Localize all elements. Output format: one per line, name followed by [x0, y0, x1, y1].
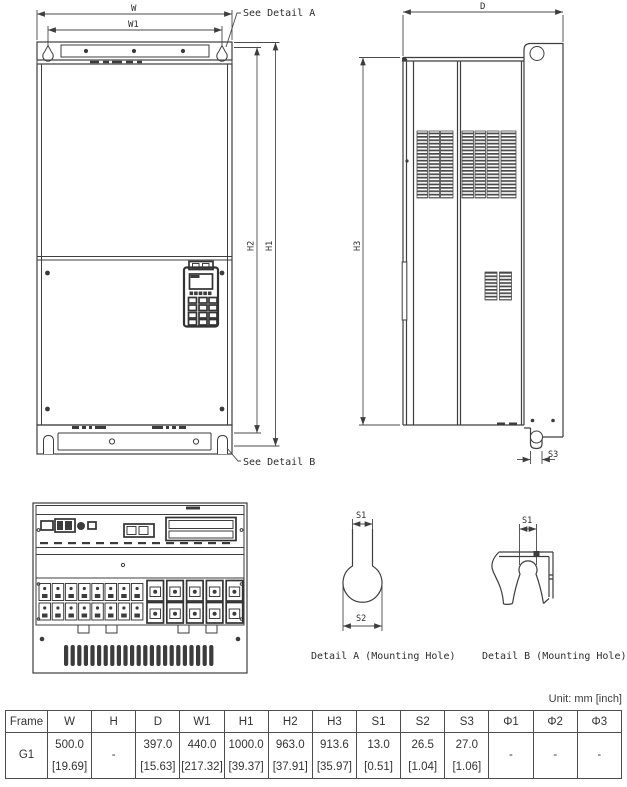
vent-grille-lower [484, 271, 512, 301]
vent-slot-row [64, 645, 214, 666]
col-header-s3: S3 [444, 710, 490, 733]
h2-label: H2 [247, 241, 257, 251]
col-header-h1: H1 [223, 710, 269, 733]
keyhole-slot-left [42, 44, 54, 62]
cover-screw [45, 270, 50, 276]
dimension-s2-a: S2 [342, 585, 383, 631]
cover-screw [219, 406, 225, 412]
u-notch-left [43, 434, 54, 454]
bracket-notch-shape [491, 551, 554, 605]
cell-w: 500.0[19.69] [46, 732, 93, 779]
detail-b-drawing: S1 Detail B (Mounting Hole) [482, 516, 627, 662]
cell-s1: 13.0[0.51] [355, 732, 402, 779]
col-header-phi2: Φ2 [532, 710, 578, 733]
top-bracket [523, 42, 564, 437]
keyhole-slot-right [216, 44, 228, 62]
see-detail-b-callout: See Detail B [226, 447, 315, 468]
col-header-phi1: Φ1 [488, 710, 534, 733]
col-header-frame: Frame [5, 710, 48, 733]
dimension-h3: H3 [353, 57, 400, 426]
terminal-section [35, 577, 245, 626]
cover-screw [45, 406, 50, 412]
col-header-h: H [91, 710, 137, 733]
dimension-w: W [36, 4, 233, 40]
connector-mid [123, 523, 155, 538]
s2-label-a: S2 [356, 614, 366, 624]
s3-label: S3 [548, 450, 558, 460]
top-mounting-plate [36, 41, 233, 65]
unit-note: Unit: mm [inch] [548, 693, 622, 705]
cell-s2: 26.5[1.04] [400, 732, 446, 779]
bottom-bracket [497, 418, 563, 450]
keypad-body [182, 266, 220, 328]
col-header-h2: H2 [267, 710, 313, 733]
front-view-drawing: W W1 See Detail A [36, 4, 315, 468]
cell-h3: 913.6[35.97] [311, 732, 357, 779]
h1-label: H1 [265, 241, 275, 251]
bottom-mounting-plate [36, 424, 233, 455]
power-terminals [146, 579, 244, 624]
connector-header [165, 516, 237, 542]
keypad-buttons [187, 296, 218, 326]
cell-h1: 1000.0[39.37] [223, 732, 269, 779]
h3-label: H3 [353, 241, 363, 251]
enclosure-body [36, 63, 233, 426]
w1-label: W1 [128, 20, 139, 30]
dimension-d: D [402, 2, 564, 56]
col-header-d: D [135, 710, 181, 733]
dimension-s1-a: S1 [352, 511, 373, 533]
dash-row [40, 542, 230, 545]
dimension-s1-b: S1 [519, 516, 537, 565]
see-detail-b-text: See Detail B [243, 457, 315, 468]
col-header-s1: S1 [355, 710, 402, 733]
col-header-phi3: Φ3 [576, 710, 623, 733]
cover-screw [219, 270, 225, 276]
bracket-hole-top [529, 46, 545, 61]
w-label: W [131, 4, 137, 14]
u-notch-right [217, 434, 228, 454]
cell-phi1: - [488, 732, 534, 779]
keypad-display [188, 273, 214, 290]
table-header-row: Frame W H D W1 H1 H2 H3 S1 S2 S3 Φ1 Φ2 Φ… [5, 710, 623, 733]
dimension-h2: H2 [234, 47, 261, 434]
cell-s3: 27.0[1.06] [444, 732, 490, 779]
keyhole-shape [342, 529, 383, 603]
cell-phi2: - [532, 732, 578, 779]
cell-phi3: - [576, 732, 623, 779]
side-body [401, 56, 525, 426]
s1-label-b: S1 [522, 516, 532, 526]
s1-label-a: S1 [356, 511, 366, 521]
keypad [182, 260, 220, 328]
detail-a-drawing: S1 S2 Detail A (Mounting Hole) [311, 511, 456, 662]
col-header-w: W [46, 710, 93, 733]
dimension-w1: W1 [47, 20, 223, 45]
see-detail-a-callout: See Detail A [225, 8, 315, 48]
cell-h2: 963.0[37.91] [267, 732, 313, 779]
detail-a-caption: Detail A (Mounting Hole) [311, 651, 456, 662]
cell-d: 397.0[15.63] [135, 732, 181, 779]
cell-frame: G1 [5, 732, 48, 779]
bottom-vent-plate [36, 624, 244, 666]
col-header-w1: W1 [179, 710, 225, 733]
control-terminals [38, 583, 144, 621]
bottom-view-drawing [32, 502, 248, 674]
dimension-s3: S3 [517, 450, 558, 464]
cell-w1: 440.0[217.32] [179, 732, 225, 779]
see-detail-a-text: See Detail A [243, 8, 315, 19]
side-view-drawing: D [353, 2, 564, 464]
dimension-h1: H1 [234, 42, 280, 447]
col-header-h3: H3 [311, 710, 357, 733]
control-board-section [35, 514, 245, 548]
cell-h: - [91, 732, 137, 779]
col-header-s2: S2 [400, 710, 446, 733]
vent-grille-upper [416, 130, 517, 199]
bracket-hole-bottom [530, 430, 543, 444]
detail-b-caption: Detail B (Mounting Hole) [482, 651, 627, 662]
dimension-table: Frame W H D W1 H1 H2 H3 S1 S2 S3 Φ1 Φ2 Φ… [5, 710, 623, 779]
table-row-g1: G1 500.0[19.69] - 397.0[15.63] 440.0[217… [5, 732, 623, 779]
d-label: D [480, 2, 485, 12]
keypad-indicator-row [189, 291, 212, 296]
